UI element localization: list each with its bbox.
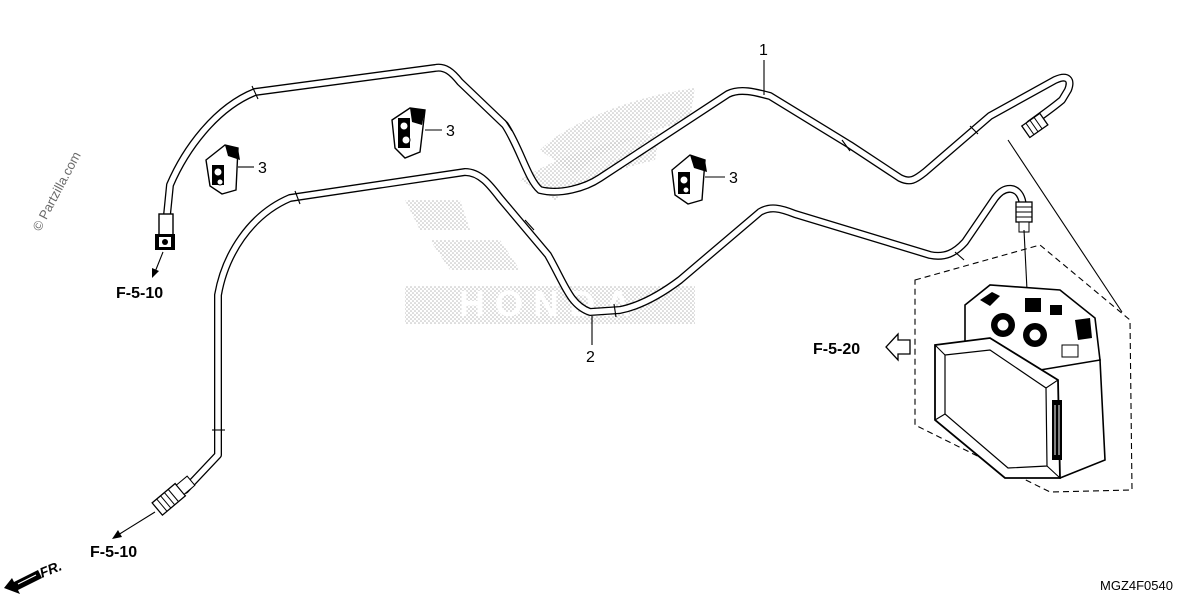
honda-logo-watermark: HONDA: [405, 88, 695, 324]
arrow-upper-left: [152, 251, 164, 278]
ref-label-upper-left[interactable]: F-5-10: [116, 285, 163, 302]
pipe-1-left-fitting: [155, 213, 175, 250]
partzilla-watermark: © Partzilla.com: [29, 149, 83, 233]
callout-3-right: 3: [729, 170, 738, 187]
ref-label-modulator[interactable]: F-5-20: [813, 341, 860, 358]
brake-pipe-2[interactable]: [181, 168, 1028, 494]
pipe-clamp-middle[interactable]: [391, 107, 426, 159]
ref-label-lower-left[interactable]: F-5-10: [90, 544, 137, 561]
pipe-2-right-fitting: [1015, 201, 1033, 233]
pipe-clamp-right[interactable]: [671, 154, 707, 205]
callout-3-left: 3: [258, 160, 267, 177]
pipe-1-right-fitting: [1020, 112, 1049, 139]
abs-modulator[interactable]: [914, 139, 1133, 493]
brake-pipe-1[interactable]: [161, 63, 1074, 239]
arrow-lower-left: [112, 511, 156, 539]
pipe-clamp-left[interactable]: [205, 144, 240, 195]
arrow-modulator-ref: [885, 332, 911, 362]
callout-1: 1: [759, 42, 768, 59]
diagram-code: MGZ4F0540: [1100, 578, 1173, 593]
callout-2: 2: [586, 349, 595, 366]
front-direction-arrow: FR.: [4, 557, 64, 594]
honda-logo-text: HONDA: [459, 283, 641, 324]
pipe-2-left-fitting: [151, 475, 196, 517]
front-direction-label: FR.: [37, 557, 64, 580]
callout-3-middle: 3: [446, 123, 455, 140]
